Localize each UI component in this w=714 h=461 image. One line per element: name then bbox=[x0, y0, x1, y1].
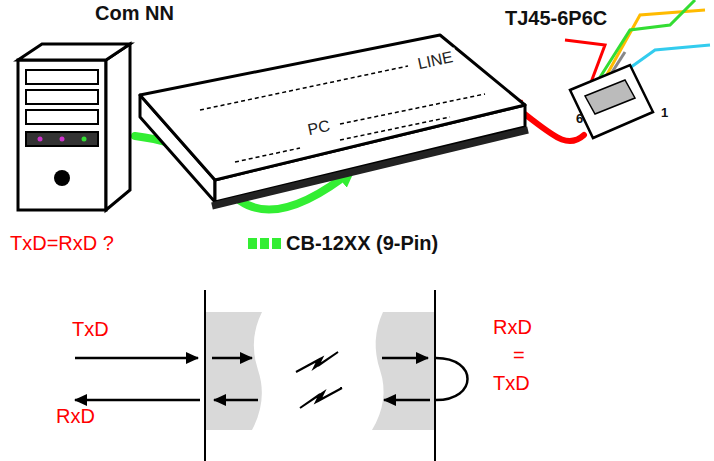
txd-arrow bbox=[75, 357, 198, 360]
tower-part bbox=[82, 137, 87, 142]
plug-type: TJ45-6P6C bbox=[505, 7, 607, 29]
remote-arrow bbox=[384, 399, 430, 402]
interface-line bbox=[204, 290, 206, 461]
tower-part bbox=[26, 70, 98, 84]
plug-part bbox=[570, 65, 653, 138]
interface-line bbox=[434, 290, 436, 461]
tower-part bbox=[18, 44, 130, 60]
legend-swatch bbox=[248, 238, 281, 249]
tower-part bbox=[26, 110, 98, 124]
modem-device: LINEPC bbox=[140, 30, 530, 210]
signal-name: RxD bbox=[493, 316, 532, 338]
tower-part bbox=[26, 90, 98, 104]
tower-part bbox=[54, 170, 70, 186]
pin-number: 1 bbox=[661, 106, 668, 120]
tower-outline bbox=[10, 38, 135, 213]
signal-name: RxD bbox=[56, 405, 95, 427]
device-part bbox=[340, 94, 485, 124]
rxd-arrow bbox=[214, 399, 258, 402]
remote-arrow bbox=[382, 357, 428, 360]
tower-part bbox=[60, 137, 65, 142]
equals-sign: = bbox=[513, 344, 525, 366]
modem-band-right bbox=[372, 312, 435, 430]
device-part bbox=[200, 66, 408, 110]
cable-name: CB-12XX (9-Pin) bbox=[286, 232, 438, 254]
computer-tower: Com NN bbox=[10, 38, 135, 213]
device-part bbox=[235, 148, 300, 162]
modem-band-left bbox=[205, 312, 262, 430]
rxd-arrow bbox=[75, 399, 200, 402]
computer-name: Com NN bbox=[95, 2, 174, 24]
signal-name: TxD bbox=[72, 318, 109, 340]
plug-outline bbox=[545, 40, 675, 140]
tower-part bbox=[26, 132, 98, 146]
device-outline bbox=[140, 30, 530, 210]
rj-plug: TJ45-6P6C bbox=[545, 40, 675, 140]
signal-name: TxD bbox=[493, 372, 530, 394]
plug-part bbox=[585, 80, 635, 114]
lightning-bolt bbox=[296, 352, 338, 372]
device-part bbox=[212, 130, 528, 206]
loopback-arc bbox=[436, 358, 468, 400]
tower-part bbox=[18, 60, 106, 210]
txd-arrow bbox=[212, 357, 252, 360]
tower-part bbox=[38, 137, 43, 142]
tower-part bbox=[106, 44, 130, 210]
plug-part bbox=[597, 0, 695, 82]
pin-number: 6 bbox=[576, 112, 583, 126]
device-part bbox=[340, 117, 450, 140]
question-label: TxD=RxD ? bbox=[10, 232, 114, 254]
device-part bbox=[140, 35, 525, 180]
lightning-bolt bbox=[300, 388, 342, 408]
